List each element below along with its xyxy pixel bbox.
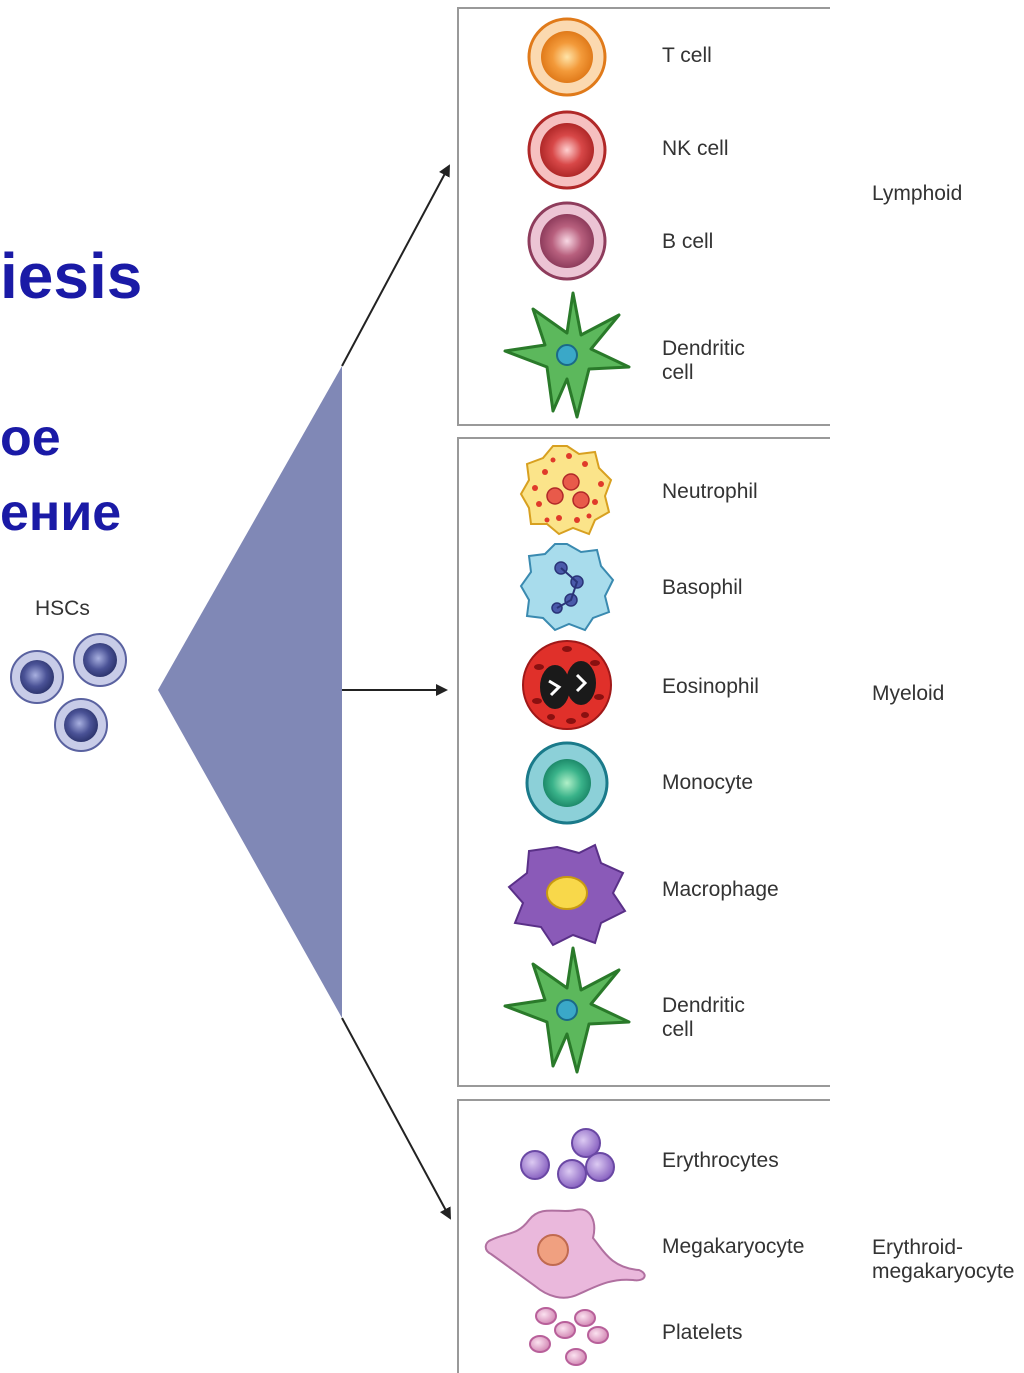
myeloid-box <box>458 438 830 1086</box>
arrow-to-lymphoid <box>342 166 449 366</box>
macrophage-icon <box>509 845 625 945</box>
megakaryocyte-icon <box>486 1209 645 1297</box>
b-cell-label: B cell <box>662 230 713 253</box>
monocyte-icon <box>527 743 607 823</box>
platelets-icon <box>530 1308 608 1365</box>
erythroid-lineage-label-line2: megakaryocyte <box>872 1260 1014 1283</box>
lymphoid-lineage-label: Lymphoid <box>872 182 962 205</box>
t-cell-label: T cell <box>662 44 712 67</box>
erythrocytes-icon <box>521 1129 614 1188</box>
dendritic-cell-icon <box>505 293 629 417</box>
megakaryocyte-label: Megakaryocyte <box>662 1235 804 1258</box>
neutrophil-icon <box>521 446 611 534</box>
myeloid-lineage-label: Myeloid <box>872 682 944 705</box>
monocyte-label: Monocyte <box>662 771 753 794</box>
erythrocytes-label: Erythrocytes <box>662 1149 779 1172</box>
erythroid-lineage-label-line1: Erythroid- <box>872 1236 963 1259</box>
dendritic-cell-label-line1: Dendritic <box>662 337 745 360</box>
dendritic-cell-myeloid-label-line1: Dendritic <box>662 994 745 1017</box>
hsc-label: HSCs <box>35 597 90 620</box>
hsc-cluster-icon <box>11 634 126 751</box>
neutrophil-label: Neutrophil <box>662 480 758 503</box>
basophil-label: Basophil <box>662 576 743 599</box>
eosinophil-icon <box>523 641 611 729</box>
eosinophil-label: Eosinophil <box>662 675 759 698</box>
lymphoid-box <box>458 8 830 425</box>
nk-cell-icon <box>529 112 605 188</box>
differentiation-fan <box>158 366 342 1018</box>
basophil-icon <box>521 544 613 630</box>
macrophage-label: Macrophage <box>662 878 779 901</box>
b-cell-icon <box>529 203 605 279</box>
platelets-label: Platelets <box>662 1321 743 1344</box>
dendritic-cell-myeloid-label-line2: cell <box>662 1018 694 1041</box>
arrow-to-erythroid <box>342 1018 450 1218</box>
nk-cell-label: NK cell <box>662 137 729 160</box>
dendritic-cell-label-line2: cell <box>662 361 694 384</box>
dendritic-cell-myeloid-icon <box>505 948 629 1072</box>
t-cell-icon <box>529 19 605 95</box>
